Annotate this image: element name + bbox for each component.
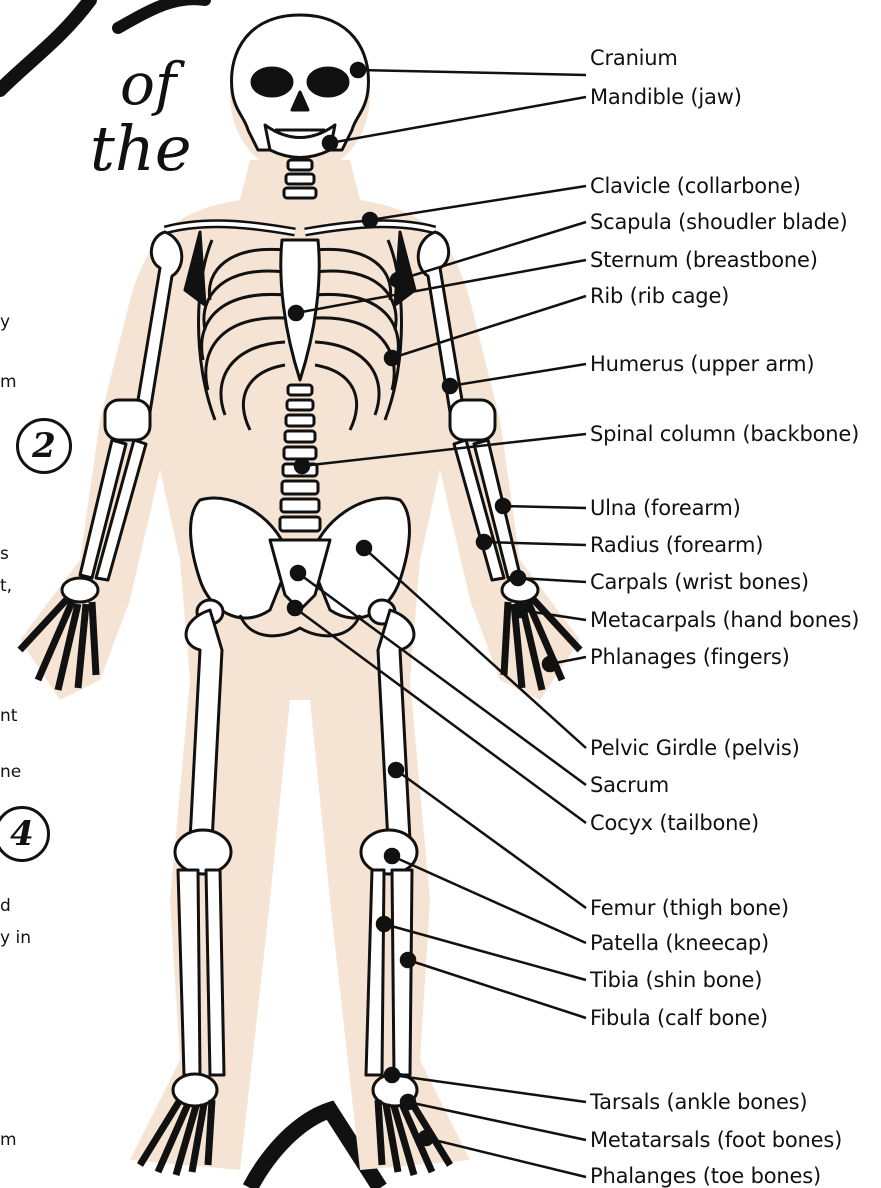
label-radius: Radius (forearm) xyxy=(590,533,763,557)
label-metacarpals: Metacarpals (hand bones) xyxy=(590,608,859,632)
label-patella: Patella (kneecap) xyxy=(590,931,769,955)
label-tibia: Tibia (shin bone) xyxy=(590,968,762,992)
label-metatarsals: Metatarsals (foot bones) xyxy=(590,1128,842,1152)
label-clavicle: Clavicle (collarbone) xyxy=(590,174,801,198)
title-stroke-decoration xyxy=(118,0,205,28)
label-fibula: Fibula (calf bone) xyxy=(590,1006,768,1030)
label-spinal-column: Spinal column (backbone) xyxy=(590,422,859,446)
label-tarsals: Tarsals (ankle bones) xyxy=(590,1090,807,1114)
label-cranium: Cranium xyxy=(590,46,678,70)
label-femur: Femur (thigh bone) xyxy=(590,896,789,920)
title-stroke-decoration xyxy=(0,0,90,90)
label-rib: Rib (rib cage) xyxy=(590,284,729,308)
label-ulna: Ulna (forearm) xyxy=(590,496,741,520)
label-humerus: Humerus (upper arm) xyxy=(590,352,814,376)
label-carpals: Carpals (wrist bones) xyxy=(590,570,809,594)
label-sternum: Sternum (breastbone) xyxy=(590,248,818,272)
label-scapula: Scapula (shoudler blade) xyxy=(590,210,847,234)
label-phalanges-fingers: Phlanages (fingers) xyxy=(590,645,790,669)
label-phalanges-toes: Phalanges (toe bones) xyxy=(590,1164,821,1188)
label-coccyx: Cocyx (tailbone) xyxy=(590,811,759,835)
label-pelvic-girdle: Pelvic Girdle (pelvis) xyxy=(590,736,800,760)
label-sacrum: Sacrum xyxy=(590,773,669,797)
label-mandible: Mandible (jaw) xyxy=(590,85,742,109)
